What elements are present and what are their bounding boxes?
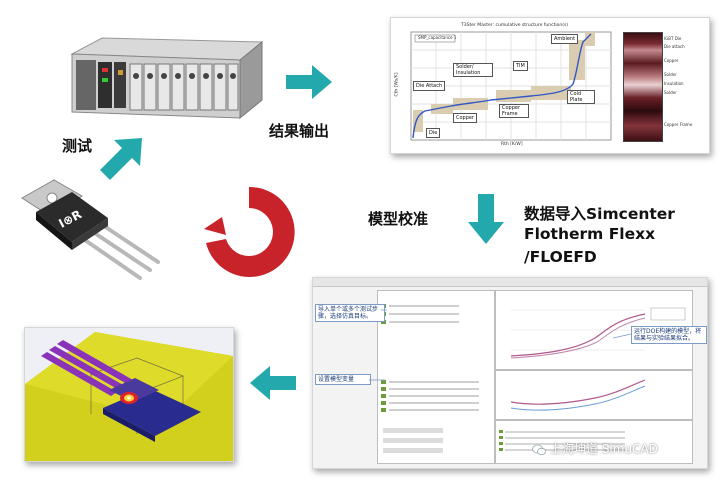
- annotation-cold-plate: Cold Plate: [567, 90, 595, 104]
- model-calibration-label: 模型校准: [368, 210, 429, 228]
- annotation-copper-frame: Copper Frame: [499, 104, 529, 118]
- software-titlebar: [313, 278, 707, 287]
- chart-title: T3Ster Master: cumulative structure func…: [461, 23, 569, 28]
- import-line-1: 数据导入Simcenter: [524, 205, 675, 223]
- callout-run-doe: 运行DOE构建的模型，将结果与实验结果拟合。: [631, 326, 707, 344]
- photo-label-insulation: Insulation: [664, 81, 684, 86]
- plot-panel-bottom: [495, 370, 693, 420]
- import-line-2: Flotherm Flexx: [524, 225, 656, 243]
- igbt-device-image: I⊗R: [12, 178, 162, 296]
- watermark: 上海坤道 SimuCAD: [532, 440, 658, 457]
- test-label: 测试: [62, 137, 93, 155]
- plot-curves: [499, 307, 686, 451]
- photo-label-die-attach: Die attach: [664, 44, 685, 49]
- chart-ylabel: Cth [Ws/K]: [394, 72, 400, 97]
- chart-legend: SMP_capacitance 1: [418, 35, 457, 40]
- iteration-ring: [198, 181, 300, 283]
- annotation-copper: Copper: [453, 113, 478, 123]
- arrow-left: [250, 366, 296, 400]
- test-equipment-image: [62, 32, 264, 124]
- photo-label-solder-2: Solder: [664, 90, 677, 95]
- wechat-icon: [532, 443, 546, 455]
- annotation-solder-insulation: Solder/ Insulation: [453, 63, 493, 77]
- software-screenshot-card: 导入单个或多个测试步骤，选择仿真目标。 设置模型变量 运行DOE构建的模型，将结…: [312, 277, 708, 469]
- cross-section-photo: [623, 32, 663, 142]
- photo-label-copper-frame: Copper Frame: [664, 122, 693, 127]
- structure-function-card: T3Ster Master: cumulative structure func…: [390, 17, 710, 154]
- annotation-die-attach: Die Attach: [413, 81, 446, 91]
- photo-label-solder-1: Solder: [664, 72, 677, 77]
- arrow-right-1: [286, 65, 332, 99]
- watermark-text: 上海坤道 SimuCAD: [550, 442, 658, 456]
- annotation-tim: TIM: [513, 61, 528, 71]
- callout-set-variables: 设置模型变量: [315, 374, 371, 385]
- left-panel-rows: [381, 304, 479, 453]
- results-output-label: 结果输出: [269, 122, 330, 140]
- photo-label-copper: Copper: [664, 58, 679, 63]
- results-table-panel: [495, 420, 693, 464]
- photo-label-igbt-die: IGBT Die: [664, 36, 682, 41]
- annotation-ambient: Ambient: [551, 34, 579, 44]
- import-line-3: /FLOEFD: [524, 248, 597, 266]
- arrow-down: [468, 194, 504, 244]
- left-panel: [377, 290, 495, 464]
- thermal-simulation-card: [24, 327, 234, 462]
- annotation-die: Die: [426, 128, 441, 138]
- chart-xlabel: Rth [K/W]: [501, 142, 523, 147]
- callout-import-steps: 导入单个或多个测试步骤，选择仿真目标。: [315, 304, 385, 322]
- callout-connectors: [369, 309, 632, 381]
- arrow-up-right: [100, 138, 142, 180]
